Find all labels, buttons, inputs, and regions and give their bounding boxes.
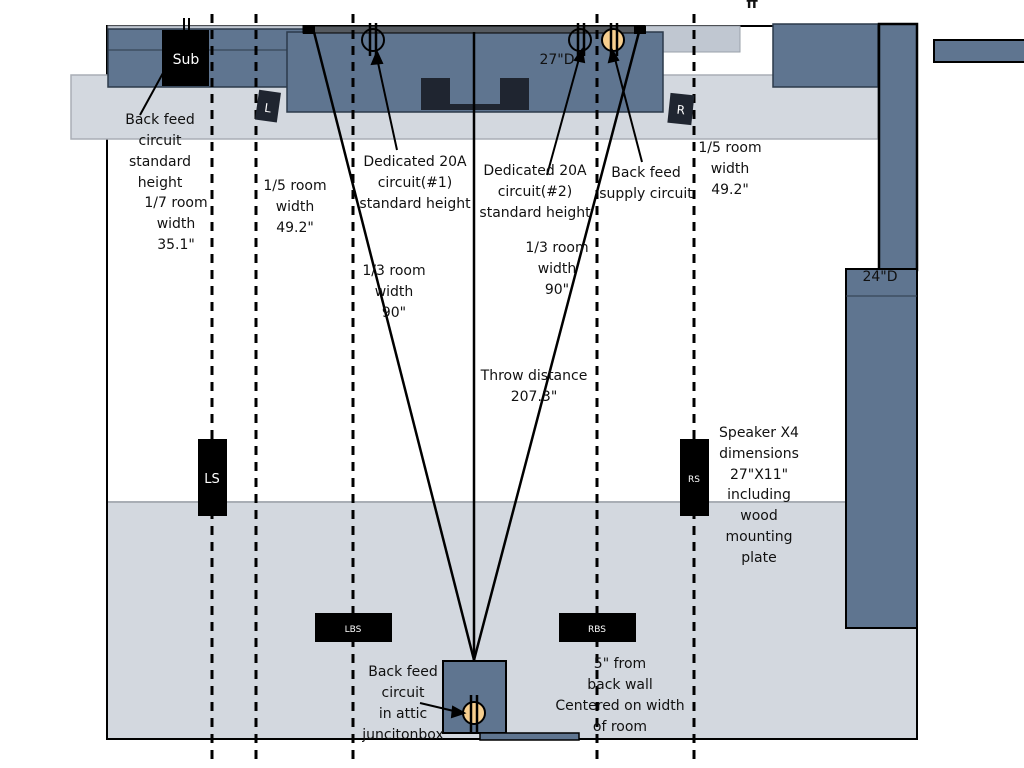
- annotation-speaker-dims: Speaker X4 dimensions 27"X11" including …: [719, 425, 799, 566]
- svg-text:Back feed: Back feed: [611, 165, 680, 181]
- annotation-one-seventh: 1/7 room width 35.1": [144, 195, 207, 253]
- arrow-dedicated-2: [546, 54, 581, 176]
- svg-text:standard: standard: [129, 154, 191, 170]
- annotation-back-feed-standard: Back feed circuit standard height: [125, 112, 194, 191]
- screen-bar-end-right: [634, 26, 646, 34]
- screen-bar-end-left: [303, 26, 315, 34]
- svg-text:27"X11": 27"X11": [730, 467, 788, 483]
- annotation-one-third-left: 1/3 room width 90": [362, 263, 425, 321]
- svg-text:1/5 room: 1/5 room: [263, 178, 326, 194]
- speaker-rs: [680, 439, 709, 516]
- top-right-mark: ff: [746, 0, 758, 12]
- annotation-one-fifth-right: 1/5 room width 49.2": [698, 140, 761, 198]
- svg-text:plate: plate: [741, 550, 776, 566]
- svg-text:circuit: circuit: [139, 133, 182, 149]
- side-cabinet-depth-label: 24"D: [862, 269, 897, 285]
- svg-text:juncitonbox: juncitonbox: [361, 727, 443, 743]
- right-column: [877, 22, 919, 272]
- speaker-ls-label: LS: [204, 472, 220, 487]
- cabinet-depth-label: 27"D: [539, 52, 574, 68]
- speaker-rbs: [559, 613, 636, 642]
- speaker-lbs: [315, 613, 392, 642]
- svg-text:of room: of room: [593, 719, 647, 735]
- svg-text:90": 90": [545, 282, 569, 298]
- svg-text:standard height: standard height: [479, 205, 591, 221]
- svg-text:35.1": 35.1": [157, 237, 195, 253]
- svg-text:Speaker X4: Speaker X4: [719, 425, 799, 441]
- annotation-dedicated-2: Dedicated 20A circuit(#2) standard heigh…: [479, 163, 591, 221]
- annotation-one-fifth-left: 1/5 room width 49.2": [263, 178, 326, 236]
- arrow-dedicated-1: [376, 57, 398, 151]
- svg-text:5" from: 5" from: [594, 656, 646, 672]
- svg-text:standard height: standard height: [359, 196, 471, 212]
- svg-text:1/5 room: 1/5 room: [698, 140, 761, 156]
- annotation-one-third-right: 1/3 room width 90": [525, 240, 588, 298]
- guide-lines: [210, 14, 696, 760]
- annotation-back-feed-attic: Back feed circuit in attic juncitonbox: [361, 664, 443, 743]
- svg-text:Throw distance: Throw distance: [480, 368, 588, 384]
- svg-text:1/7 room: 1/7 room: [144, 195, 207, 211]
- arrow-sub: [139, 41, 181, 116]
- svg-text:circuit(#2): circuit(#2): [498, 184, 573, 200]
- svg-text:Back feed: Back feed: [125, 112, 194, 128]
- svg-text:in attic: in attic: [379, 706, 427, 722]
- speaker-rs-label: RS: [688, 475, 700, 485]
- svg-text:width: width: [538, 261, 577, 277]
- outside-wall-piece: [933, 39, 1024, 63]
- svg-text:Dedicated 20A: Dedicated 20A: [483, 163, 587, 179]
- speaker-sub-label: Sub: [173, 52, 200, 68]
- speaker-left-label: L: [263, 101, 272, 116]
- svg-text:Dedicated 20A: Dedicated 20A: [363, 154, 467, 170]
- svg-text:49.2": 49.2": [711, 182, 749, 198]
- back-shelf: [479, 732, 580, 741]
- speaker-lbs-label: LBS: [345, 625, 362, 635]
- right-side-cabinet: [845, 268, 918, 629]
- center-console: [421, 78, 529, 110]
- annotation-dedicated-1: Dedicated 20A circuit(#1) standard heigh…: [359, 154, 471, 212]
- svg-text:Back feed: Back feed: [368, 664, 437, 680]
- outlet-back-feed-supply: [601, 23, 625, 56]
- annotation-throw-distance: Throw distance 207.3": [480, 368, 588, 405]
- svg-text:90": 90": [382, 305, 406, 321]
- svg-text:circuit: circuit: [382, 685, 425, 701]
- throw-line-right: [472, 31, 641, 661]
- svg-text:height: height: [138, 175, 183, 191]
- svg-text:circuit(#1): circuit(#1): [378, 175, 453, 191]
- speaker-right-label: R: [676, 103, 686, 118]
- outlet-attic: [462, 695, 486, 732]
- pointer-arrows: [139, 41, 643, 719]
- outlet-dedicated-2: [568, 23, 592, 56]
- outlet-sub: [183, 18, 190, 32]
- svg-text:width: width: [157, 216, 196, 232]
- svg-text:49.2": 49.2": [276, 220, 314, 236]
- right-top-cabinet: [772, 23, 879, 88]
- svg-text:width: width: [711, 161, 750, 177]
- annotation-back-feed-supply: Back feed supply circuit: [599, 165, 693, 202]
- svg-text:Centered on width: Centered on width: [555, 698, 684, 714]
- svg-text:dimensions: dimensions: [719, 446, 799, 462]
- outlet-dedicated-1: [361, 23, 385, 56]
- svg-text:width: width: [276, 199, 315, 215]
- svg-text:1/3 room: 1/3 room: [525, 240, 588, 256]
- speaker-right: R: [667, 92, 695, 126]
- svg-text:207.3": 207.3": [511, 389, 558, 405]
- speaker-left: L: [255, 89, 281, 123]
- arrow-back-feed-supply: [613, 54, 643, 163]
- seating-zone: [108, 502, 916, 738]
- svg-text:supply circuit: supply circuit: [599, 186, 693, 202]
- speaker-rbs-label: RBS: [588, 625, 606, 635]
- annotation-back-wall: 5" from back wall Centered on width of r…: [555, 656, 684, 735]
- svg-text:width: width: [375, 284, 414, 300]
- svg-text:including: including: [727, 487, 791, 503]
- svg-text:wood: wood: [740, 508, 777, 524]
- svg-text:back wall: back wall: [587, 677, 653, 693]
- speaker-sub: [162, 30, 209, 86]
- speaker-ls: [198, 439, 227, 516]
- throw-lines: [312, 31, 641, 661]
- svg-text:mounting: mounting: [725, 529, 792, 545]
- svg-text:1/3 room: 1/3 room: [362, 263, 425, 279]
- throw-line-left: [312, 31, 476, 661]
